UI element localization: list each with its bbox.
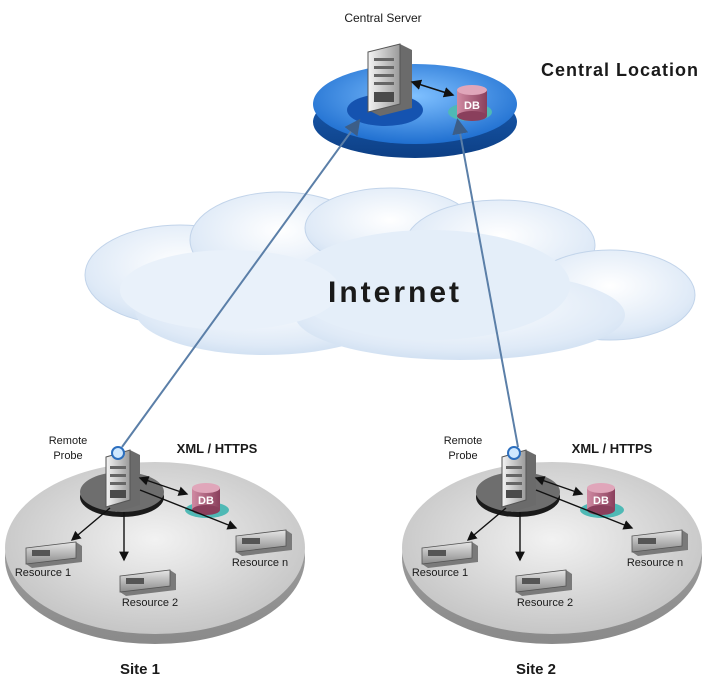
resource-icon — [119, 569, 176, 596]
site1-probe-resourcen-link — [139, 489, 238, 530]
site1-probe-label-line2: Probe — [53, 450, 82, 462]
site1-resource2-label: Resource 2 — [122, 597, 178, 609]
database-icon: DB — [192, 483, 220, 515]
site1-protocol-label: XML / HTTPS — [177, 441, 258, 456]
site2-probe-db-link — [534, 476, 584, 496]
site1-probe-db-link — [138, 476, 189, 496]
site1-to-central-link — [121, 118, 361, 448]
site2-db-label: DB — [593, 495, 609, 507]
site1-probe-label-line1: Remote — [49, 435, 88, 447]
site2-resource2-label: Resource 2 — [517, 597, 573, 609]
cloud-icon — [84, 187, 696, 360]
site2-resourcen-label: Resource n — [627, 557, 683, 569]
site1-probe-resource1-link — [70, 507, 111, 541]
resource-icon — [421, 541, 478, 568]
site2-probe-label-line2: Probe — [448, 450, 477, 462]
central-db-label: DB — [464, 100, 480, 112]
site2-probe-label-line1: Remote — [444, 435, 483, 447]
resource-icon — [235, 529, 292, 556]
site2-probe-resourcen-link — [535, 489, 634, 530]
server-icon — [367, 43, 412, 116]
probe-icon — [105, 446, 140, 512]
probe-icon — [501, 446, 536, 512]
site2-to-central-link — [452, 118, 519, 448]
resource-icon — [515, 569, 572, 596]
internet-label: Internet — [328, 276, 462, 309]
central-location-label: Central Location — [541, 60, 699, 80]
database-icon: DB — [587, 483, 615, 515]
site1-db-label: DB — [198, 495, 214, 507]
site1-resourcen-label: Resource n — [232, 557, 288, 569]
site1-resource1-label: Resource 1 — [15, 567, 71, 579]
database-icon: DB — [457, 85, 487, 121]
resource-icon — [25, 541, 82, 568]
site2-protocol-label: XML / HTTPS — [572, 441, 653, 456]
site2-label: Site 2 — [516, 661, 556, 678]
site1-label: Site 1 — [120, 661, 160, 678]
resource-icon — [631, 529, 688, 556]
server-db-link — [410, 79, 455, 98]
site1-disc — [5, 462, 305, 644]
site2-resource1-label: Resource 1 — [412, 567, 468, 579]
site2-probe-resource1-link — [466, 507, 507, 541]
central-server-label: Central Server — [344, 11, 421, 25]
